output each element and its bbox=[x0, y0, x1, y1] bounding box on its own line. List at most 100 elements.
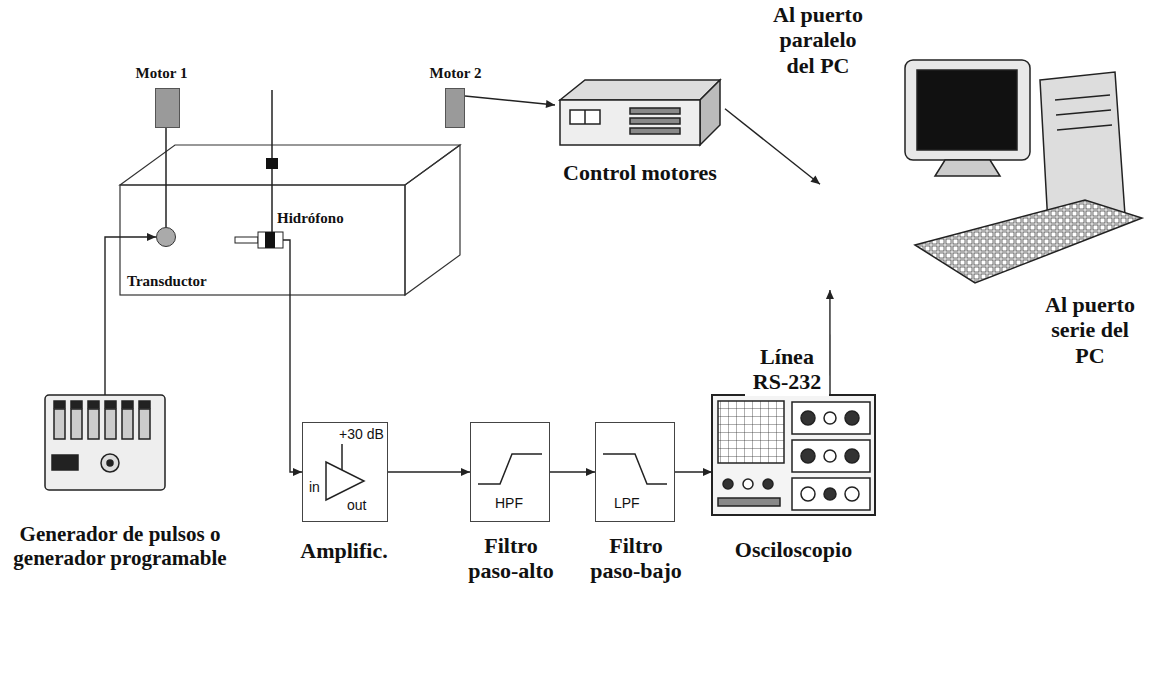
pulse-generator: Generador de pulsos o generador programa… bbox=[45, 395, 165, 490]
scope-knob bbox=[743, 479, 753, 489]
symbol-label: out bbox=[347, 497, 377, 513]
computer: Al puerto paralelo del PCAl puerto serie… bbox=[820, 55, 1140, 290]
scope-case bbox=[712, 395, 875, 515]
motor-block: Motor 2 bbox=[445, 88, 465, 128]
arrow-head bbox=[461, 468, 470, 476]
signal-connector bbox=[465, 96, 555, 108]
device-label: Amplific. bbox=[284, 538, 404, 563]
symbol-label: +30 dB bbox=[339, 426, 385, 442]
arrow-head bbox=[810, 176, 820, 185]
generator-knob bbox=[122, 401, 133, 408]
hydrophone-tip bbox=[235, 237, 258, 243]
signal-connector bbox=[283, 240, 302, 476]
scope-knob bbox=[845, 449, 859, 463]
rod-carriage bbox=[266, 158, 278, 169]
controller-switch-line bbox=[584, 110, 586, 124]
generator-knob bbox=[105, 401, 116, 408]
device-label: Control motores bbox=[535, 160, 745, 185]
connector-line bbox=[105, 237, 156, 395]
generator-slider bbox=[54, 409, 65, 439]
connector-line bbox=[465, 96, 555, 105]
hydrophone-band bbox=[265, 232, 275, 248]
symbol-label: LPF bbox=[614, 495, 654, 511]
device-label: Transductor bbox=[127, 273, 237, 290]
controller-slot bbox=[630, 128, 680, 134]
connector-line bbox=[829, 290, 830, 395]
device-label: Motor 1 bbox=[114, 65, 209, 82]
scope-knob bbox=[824, 412, 836, 424]
amplifier-box: +30 dBinoutAmplific. bbox=[302, 422, 388, 522]
generator-dial-center bbox=[107, 460, 113, 466]
symbol-label: HPF bbox=[495, 495, 535, 511]
tank-top bbox=[120, 145, 460, 185]
connector-label: Línea RS-232 bbox=[745, 343, 829, 396]
signal-connector bbox=[675, 468, 712, 476]
controller-side bbox=[700, 80, 720, 145]
device-label: Filtro paso-alto bbox=[461, 533, 561, 584]
device-label: Motor 2 bbox=[408, 65, 503, 82]
transducer-rod bbox=[165, 128, 167, 227]
connector-line bbox=[283, 240, 302, 472]
motor-controller bbox=[560, 80, 720, 145]
transducer-disc: Transductor bbox=[156, 227, 176, 247]
controller-front bbox=[560, 100, 700, 145]
controller-slot bbox=[630, 118, 680, 124]
device-label: Hidrófono bbox=[277, 210, 377, 227]
oscilloscope: Osciloscopio bbox=[712, 395, 875, 515]
scope-knob bbox=[845, 411, 859, 425]
highpass-curve bbox=[478, 454, 542, 484]
pulse-generator bbox=[45, 395, 165, 490]
generator-slider bbox=[139, 409, 150, 439]
device-label: Generador de pulsos o generador programa… bbox=[2, 522, 238, 570]
pc-drive bbox=[1057, 125, 1112, 130]
generator-dial bbox=[101, 454, 119, 472]
symbol-label: in bbox=[309, 479, 327, 495]
arrow-head bbox=[586, 468, 595, 476]
pc-monitor bbox=[905, 60, 1030, 160]
tank-side bbox=[405, 145, 460, 295]
generator-knob bbox=[88, 401, 99, 408]
arrow-head bbox=[147, 233, 156, 241]
device-label: Filtro paso-bajo bbox=[586, 533, 686, 584]
amplifier-symbol bbox=[326, 462, 364, 500]
connector-line bbox=[725, 109, 820, 185]
computer bbox=[905, 60, 1142, 283]
generator-knob bbox=[139, 401, 150, 408]
pc-drive bbox=[1056, 110, 1111, 115]
device-label: Al puerto serie del PC bbox=[1040, 292, 1140, 368]
scope-screen bbox=[718, 401, 784, 463]
tank-front bbox=[120, 185, 405, 295]
scope-knob bbox=[845, 487, 859, 501]
generator-slider bbox=[105, 409, 116, 439]
controller-top bbox=[560, 80, 720, 100]
connector-line bbox=[388, 471, 470, 472]
generator-slider bbox=[88, 409, 99, 439]
arrow-head bbox=[546, 100, 555, 108]
scope-panel bbox=[792, 440, 870, 472]
motor-block: Motor 1 bbox=[155, 88, 180, 128]
scope-knob bbox=[824, 488, 836, 500]
generator-display bbox=[52, 455, 78, 470]
controller-slot bbox=[630, 108, 680, 114]
scope-knob bbox=[763, 479, 773, 489]
scope-knob bbox=[801, 487, 815, 501]
signal-connector bbox=[105, 233, 156, 395]
hydrophone: Hidrófono bbox=[235, 232, 283, 248]
lowpass-curve bbox=[603, 454, 667, 484]
arrow-head bbox=[293, 468, 302, 476]
scope-knob bbox=[801, 449, 815, 463]
pc-screen bbox=[917, 70, 1017, 150]
generator-slider bbox=[122, 409, 133, 439]
controller-switch bbox=[570, 110, 600, 124]
signal-connector bbox=[725, 109, 820, 185]
oscilloscope bbox=[712, 395, 875, 515]
pc-keyboard bbox=[915, 200, 1142, 283]
generator-slider bbox=[71, 409, 82, 439]
device-label: Al puerto paralelo del PC bbox=[770, 2, 866, 78]
scope-knob bbox=[801, 411, 815, 425]
device-label: Osciloscopio bbox=[682, 537, 905, 562]
scope-panel bbox=[792, 478, 870, 510]
hydrophone-body bbox=[258, 232, 283, 248]
scope-knob bbox=[824, 450, 836, 462]
